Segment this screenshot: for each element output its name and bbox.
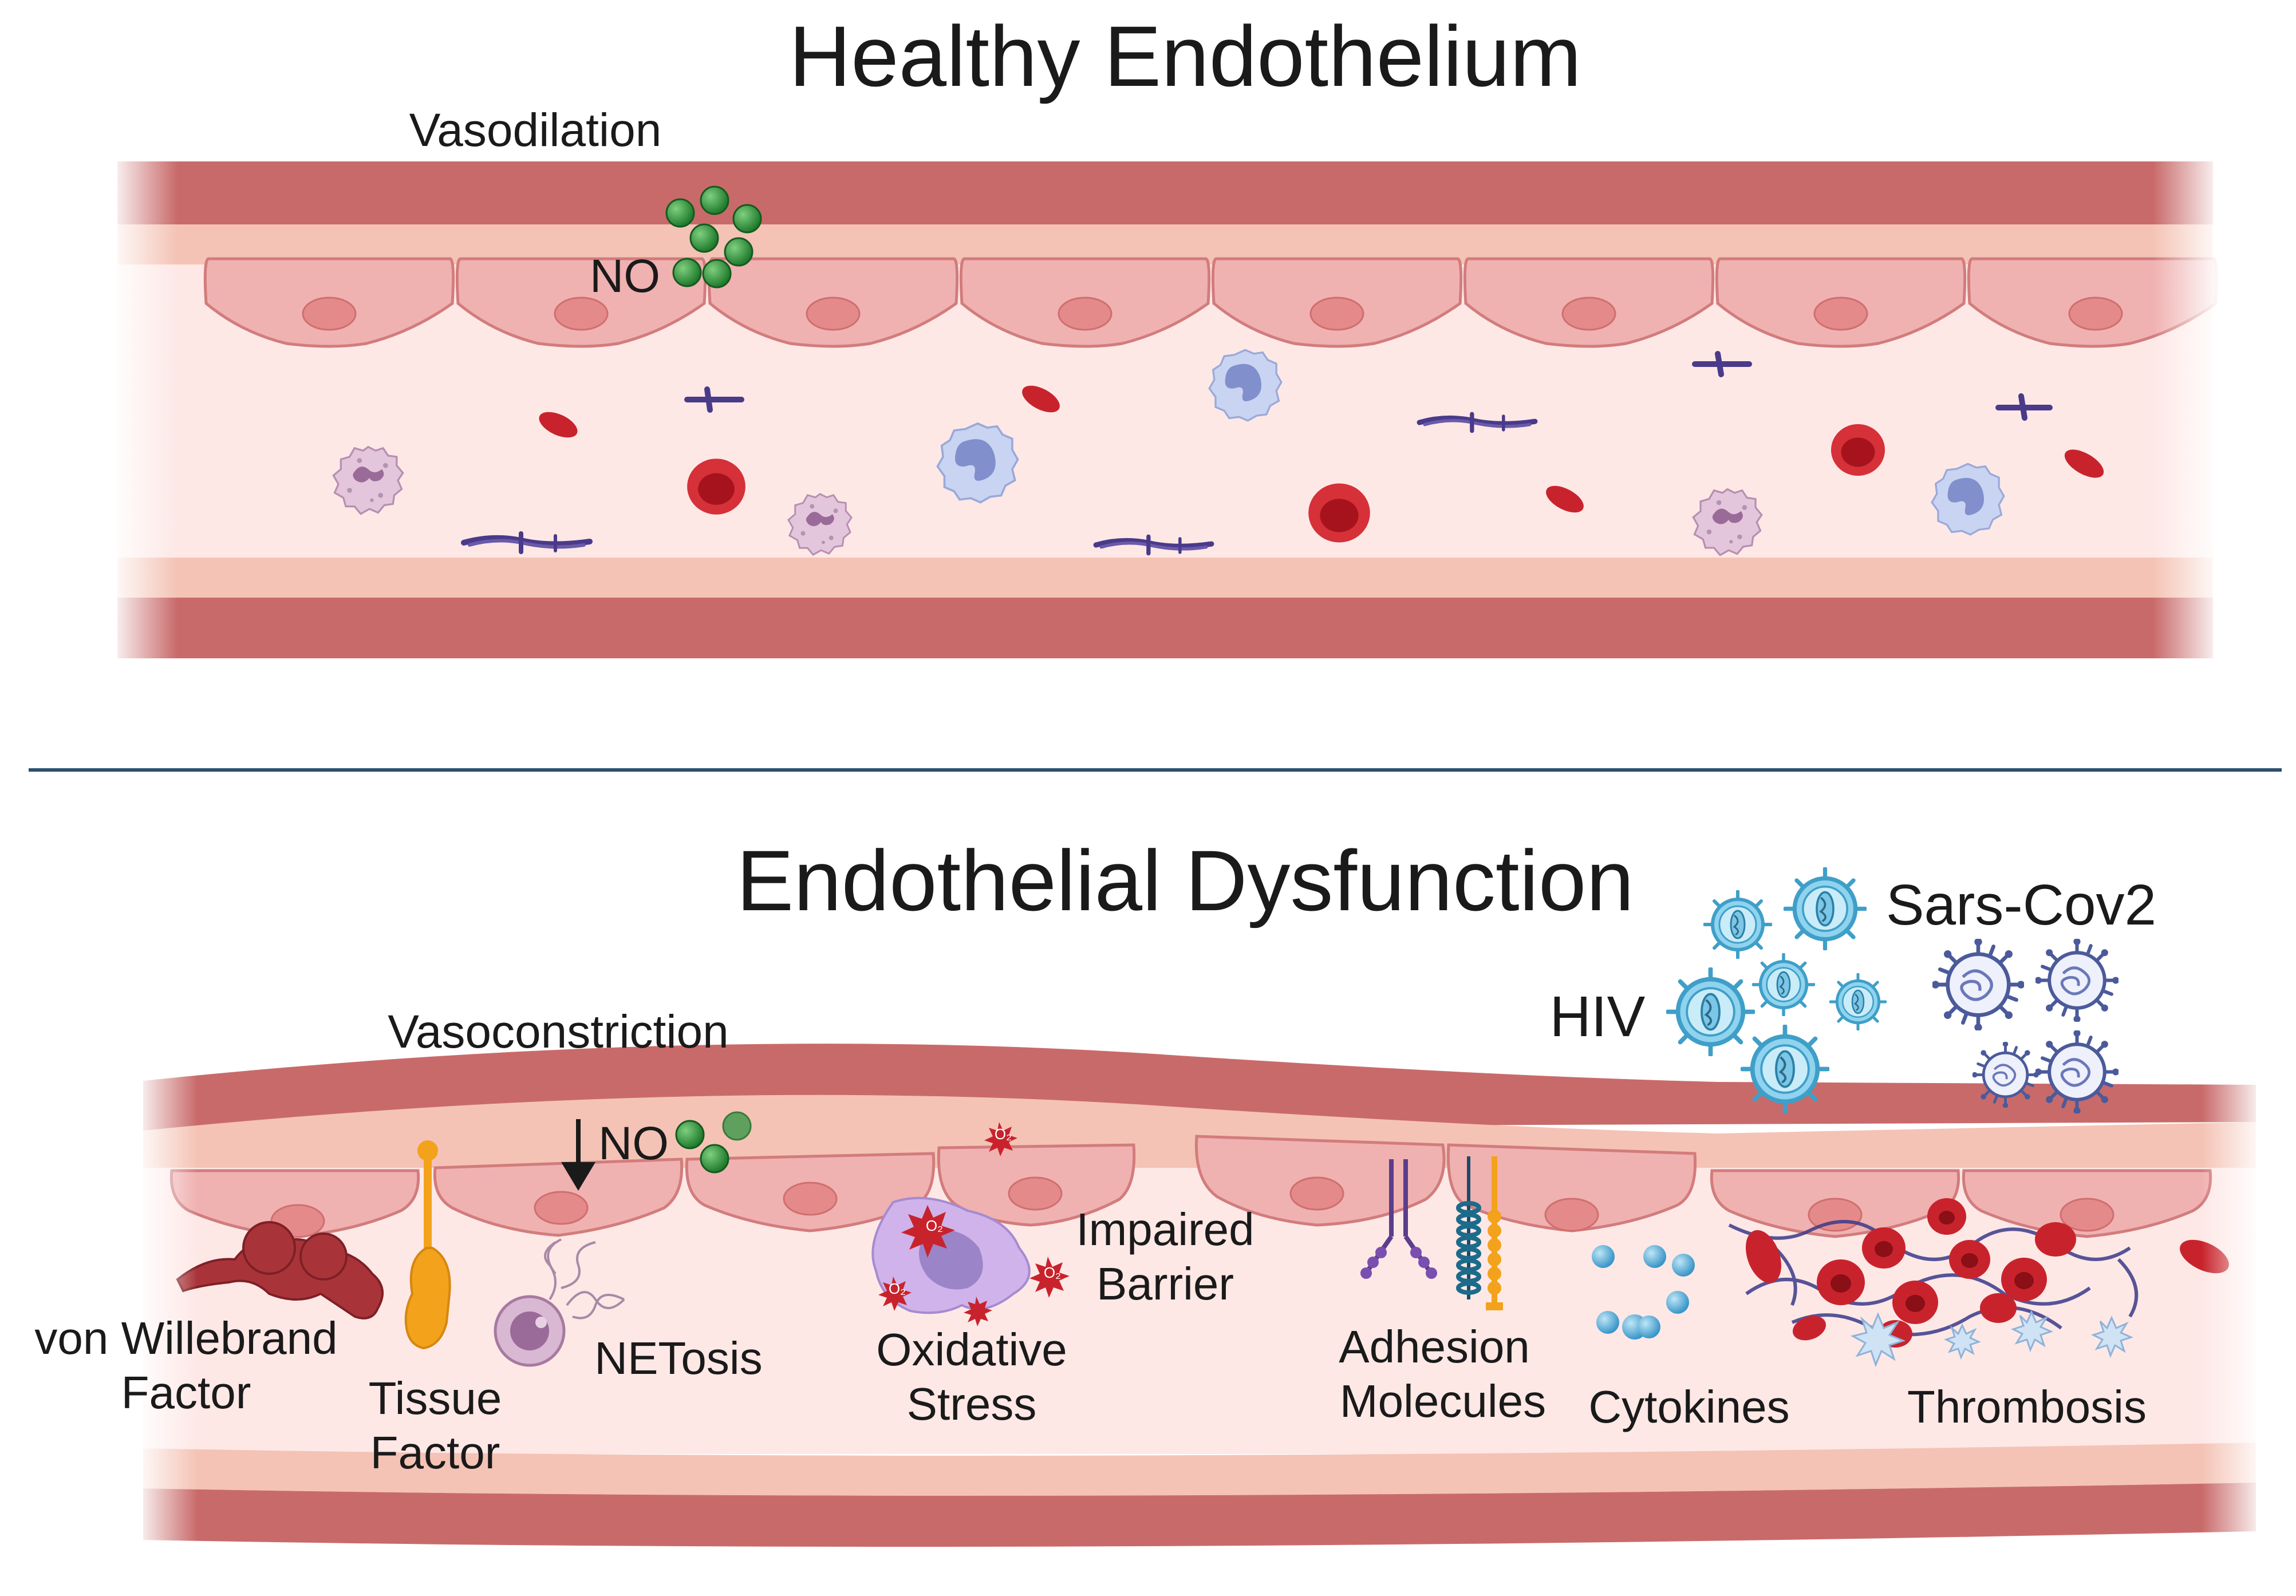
rbc-icon xyxy=(1831,424,1885,476)
healthy-inner-wall-bottom xyxy=(117,558,2213,598)
adhesion-molecules-icon xyxy=(1360,1156,1503,1310)
rbc-icon xyxy=(687,459,745,515)
impaired-label-line1: Impaired xyxy=(1076,1204,1254,1255)
dys-no-molecules xyxy=(675,1111,752,1174)
tissue-factor-icon xyxy=(404,1140,451,1350)
dys-outer-wall-bottom xyxy=(143,1483,2256,1547)
o2-labels: O₂ O₂ O₂ O₂ xyxy=(889,1125,1061,1297)
dys-fade-right xyxy=(2202,1008,2265,1557)
impaired-label-line2: Barrier xyxy=(1096,1258,1234,1309)
netosis-icon xyxy=(494,1238,625,1367)
o2-label: O₂ xyxy=(995,1125,1012,1143)
vasoconstriction-label: Vasoconstriction xyxy=(388,1006,729,1058)
von-willebrand-factor-icon xyxy=(176,1221,384,1320)
hiv-virus-icon xyxy=(1668,969,1754,1055)
fade-left xyxy=(109,155,177,664)
cytokines-label: Cytokines xyxy=(1588,1381,1789,1432)
down-arrow-icon xyxy=(561,1119,595,1191)
healthy-vessel xyxy=(109,155,2222,664)
adhesion-label-line1: Adhesion xyxy=(1339,1321,1530,1372)
oxidative-label-line1: Oxidative xyxy=(876,1324,1067,1375)
dys-inner-wall-bottom xyxy=(143,1443,2256,1496)
sars-label: Sars-Cov2 xyxy=(1886,873,2156,937)
vasodilation-label: Vasodilation xyxy=(409,104,662,156)
vwf-label-line1: von Willebrand xyxy=(34,1313,337,1364)
oxidative-label-line2: Stress xyxy=(907,1378,1037,1429)
oxidative-stress-cell-icon xyxy=(871,1122,1070,1326)
healthy-title: Healthy Endothelium xyxy=(789,8,1581,104)
dysfunction-vessel: NO xyxy=(135,1008,2265,1557)
dys-no-label: NO xyxy=(598,1117,669,1170)
rbc-side-icon xyxy=(539,385,2104,513)
fade-right xyxy=(2153,155,2222,664)
tissue-factor-label-line2: Factor xyxy=(370,1427,500,1478)
hiv-virus-icon xyxy=(1742,1026,1828,1112)
cytokines-icon xyxy=(1592,1245,1695,1340)
hiv-virus-icon xyxy=(1705,891,1771,958)
sars-virus-icon xyxy=(1972,1041,2039,1108)
healthy-outer-wall-bottom xyxy=(117,598,2213,658)
vwf-label-line2: Factor xyxy=(121,1367,251,1418)
no-molecules xyxy=(665,185,762,289)
platelet-small-icon xyxy=(684,351,2053,421)
hiv-label: HIV xyxy=(1550,985,1646,1049)
healthy-nuclei xyxy=(302,297,2123,331)
o2-label: O₂ xyxy=(926,1217,943,1234)
hiv-virus-icon xyxy=(1753,954,1814,1015)
tissue-factor-label-line1: Tissue xyxy=(369,1373,502,1424)
adhesion-label-line2: Molecules xyxy=(1340,1376,1546,1427)
hiv-viruses xyxy=(1668,868,1886,1112)
dys-fade-left xyxy=(135,1008,198,1557)
sars-virus-icon xyxy=(2035,938,2119,1022)
sars-virus-icon xyxy=(1932,938,2025,1032)
hiv-virus-icon xyxy=(1831,974,1886,1030)
healthy-no-label: NO xyxy=(590,250,660,302)
hiv-virus-icon xyxy=(1785,868,1865,949)
netosis-label: NETosis xyxy=(594,1333,762,1384)
o2-label: O₂ xyxy=(889,1280,906,1297)
thrombosis-label: Thrombosis xyxy=(1907,1381,2147,1432)
rbc-icon xyxy=(1308,483,1370,543)
healthy-outer-wall-top xyxy=(117,161,2213,224)
dysfunction-title: Endothelial Dysfunction xyxy=(736,832,1634,929)
sars-virus-icon xyxy=(2035,1030,2119,1114)
o2-label: O₂ xyxy=(1044,1264,1061,1281)
